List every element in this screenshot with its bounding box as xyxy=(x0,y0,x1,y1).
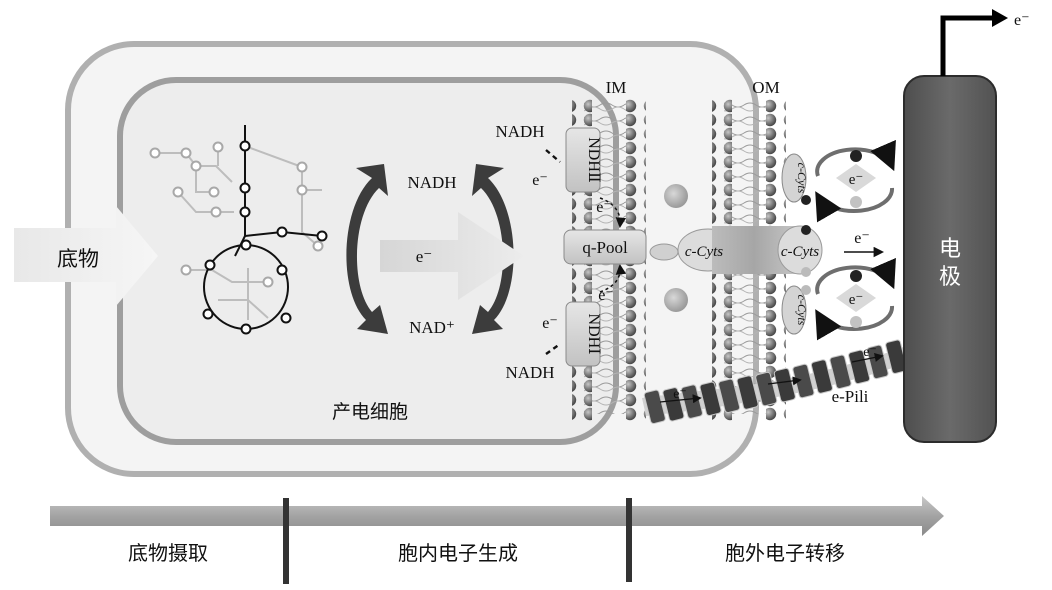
periplasm-sphere-top xyxy=(664,184,688,208)
pili-segment xyxy=(848,349,871,385)
small-cyts-bottom-label: c-Cyts xyxy=(795,295,809,326)
electrode-output-wire xyxy=(940,15,994,76)
shuttle-top-electron-label: e⁻ xyxy=(849,172,864,188)
ndh2-nadh-label: NADH xyxy=(495,122,544,141)
ndh1-electron-label: e⁻ xyxy=(542,315,558,332)
ndh1-label: NDHⅠ xyxy=(585,314,602,355)
metabolic-network xyxy=(149,125,328,335)
timeline-stage-2: 胞内电子生成 xyxy=(398,541,518,565)
cyts-inner-label: c-Cyts xyxy=(685,244,723,260)
ndh1-nadh-label: NADH xyxy=(505,363,554,382)
periplasm-sphere-bottom xyxy=(664,288,688,312)
cycle-nad-label: NAD⁺ xyxy=(409,318,455,337)
ndh2-complex: NDHⅡ NADH e⁻ xyxy=(495,122,602,193)
timeline-divider-2 xyxy=(626,498,632,582)
pili-label: e-Pili xyxy=(832,387,869,406)
small-cyts-bottom: c-Cyts xyxy=(781,285,811,335)
pili-segment xyxy=(829,354,852,390)
electrode-output-arrowhead xyxy=(992,9,1008,27)
pili-electron-right: e⁻ xyxy=(863,345,877,360)
pili-segment xyxy=(736,375,759,410)
outer-membrane-label: OM xyxy=(752,78,779,97)
timeline-stage-3: 胞外电子转移 xyxy=(725,541,845,565)
shuttle-bottom-electron-label: e⁻ xyxy=(849,292,864,308)
metabolite-node xyxy=(149,140,328,335)
substrate-arrow: 底物 xyxy=(14,206,158,306)
q-pool-label: q-Pool xyxy=(582,238,628,257)
pili-segment xyxy=(662,387,685,422)
q-pool: e⁻ e⁻ q-Pool xyxy=(563,197,679,304)
cycle-electron-label: e⁻ xyxy=(416,247,433,266)
small-cyts-top-label: c-Cyts xyxy=(795,163,809,194)
shuttle-cycle-top: e⁻ xyxy=(815,139,896,223)
q-lower-electron-label: e⁻ xyxy=(598,287,614,304)
transfer-electron-label: e⁻ xyxy=(854,230,870,247)
pili-segment xyxy=(810,359,833,394)
electrode-label-line1: 电 xyxy=(939,237,961,262)
cycle-arrow-left xyxy=(346,164,388,334)
electrode-label-line2: 极 xyxy=(939,265,961,290)
pili-segment xyxy=(718,378,741,414)
cycle-center-arrow xyxy=(380,212,524,300)
shuttle-cycle-bottom: e⁻ xyxy=(815,257,896,341)
nadh-cycle: NADH e⁻ NAD⁺ xyxy=(346,164,524,337)
ndh1-complex: NDHⅠ NADH e⁻ xyxy=(505,301,602,382)
e-pili: e⁻ e⁻ e-Pili xyxy=(642,339,910,425)
q-upper-electron-label: e⁻ xyxy=(596,199,612,216)
process-timeline: 底物摄取 胞内电子生成 胞外电子转移 xyxy=(50,496,944,584)
electrode: 电 极 e⁻ xyxy=(903,9,1030,443)
timeline-stage-1: 底物摄取 xyxy=(128,541,208,565)
pili-electron-left: e⁻ xyxy=(673,387,687,402)
inner-membrane-label: IM xyxy=(606,78,627,97)
ndh2-label: NDHⅡ xyxy=(585,137,602,183)
cell-label: 产电细胞 xyxy=(332,401,408,423)
cyts-complex: c-Cyts c-Cyts xyxy=(677,225,823,277)
small-cyts-top: c-Cyts xyxy=(781,153,811,205)
cycle-nadh-label: NADH xyxy=(407,173,456,192)
substrate-label: 底物 xyxy=(57,247,99,271)
pili-segment xyxy=(755,371,778,407)
timeline-divider-1 xyxy=(283,498,289,584)
pili-segment xyxy=(773,367,796,403)
cyts-outer-label: c-Cyts xyxy=(781,244,819,260)
ndh2-electron-label: e⁻ xyxy=(532,172,548,189)
pili-segments xyxy=(643,339,908,425)
pili-segment xyxy=(643,389,666,425)
cycle-arrow-right xyxy=(472,164,514,334)
electrode-output-electron: e⁻ xyxy=(1014,12,1030,29)
pili-segment xyxy=(699,381,722,417)
